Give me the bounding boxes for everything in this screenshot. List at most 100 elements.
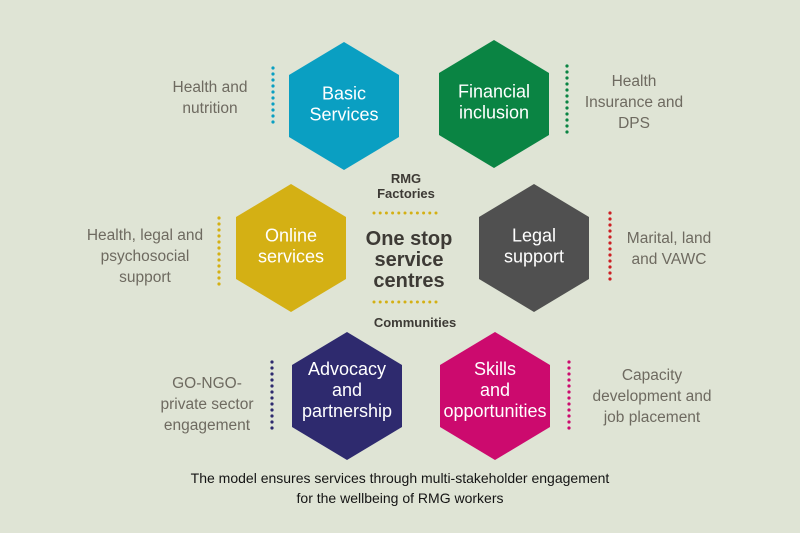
- divider-dot: [608, 271, 612, 275]
- divider-dot: [217, 270, 221, 274]
- divider-dot: [409, 300, 413, 304]
- center-top-label-line2: Factories: [377, 186, 435, 201]
- description-line: psychosocial: [101, 248, 190, 265]
- center-title-line1: One stop: [366, 228, 453, 250]
- divider-layer: [217, 64, 612, 430]
- divider-dot: [217, 276, 221, 280]
- divider-dot: [422, 211, 426, 215]
- hexagon-label-line: Basic: [322, 84, 366, 104]
- divider-financial-inclusion: [565, 64, 569, 134]
- divider-dot: [565, 100, 569, 104]
- description-online-services: Health, legal and psychosocial support: [87, 227, 203, 286]
- center-title-line2: service: [375, 249, 444, 271]
- center-block: RMG Factories One stop service centres C…: [366, 171, 457, 330]
- hexagon-label-line: Services: [309, 105, 378, 125]
- divider-dot: [270, 384, 274, 388]
- divider-skills-opportunities: [567, 360, 571, 430]
- center-top-label-line1: RMG: [391, 171, 421, 186]
- divider-advocacy-partnership: [270, 360, 274, 430]
- hexagon-layer: BasicServicesFinancialinclusionOnlineser…: [236, 40, 589, 460]
- divider-dot: [565, 76, 569, 80]
- divider-dot: [567, 390, 571, 394]
- center-title-line3: centres: [373, 270, 444, 292]
- divider-dot: [217, 282, 221, 286]
- divider-dot: [391, 300, 395, 304]
- divider-dot: [397, 300, 401, 304]
- description-line: Marital, land: [627, 230, 711, 247]
- description-line: Health: [612, 73, 657, 90]
- description-line: Health, legal and: [87, 227, 203, 244]
- divider-dot: [434, 211, 438, 215]
- divider-dot: [608, 277, 612, 281]
- divider-dot: [565, 82, 569, 86]
- center-bottom-label: Communities: [374, 315, 456, 330]
- divider-dot: [565, 130, 569, 134]
- divider-dot: [565, 124, 569, 128]
- divider-dot: [608, 253, 612, 257]
- description-line: Insurance and: [585, 94, 683, 111]
- divider-dot: [567, 360, 571, 364]
- divider-dot: [217, 240, 221, 244]
- divider-dot: [217, 234, 221, 238]
- divider-dot: [567, 366, 571, 370]
- divider-dot: [271, 120, 275, 124]
- divider-dot: [565, 88, 569, 92]
- divider-dot: [567, 402, 571, 406]
- divider-dot: [608, 235, 612, 239]
- divider-dot: [608, 241, 612, 245]
- hexagon-shape: [439, 40, 549, 168]
- divider-dot: [567, 384, 571, 388]
- hexagon-shape: [440, 332, 550, 460]
- divider-dot: [403, 300, 407, 304]
- divider-dot: [372, 211, 376, 215]
- divider-dot: [608, 265, 612, 269]
- divider-dot: [391, 211, 395, 215]
- divider-dot: [271, 96, 275, 100]
- description-line: support: [119, 269, 171, 286]
- divider-dot: [378, 211, 382, 215]
- description-line: DPS: [618, 115, 650, 132]
- divider-dot: [372, 300, 376, 304]
- hexagon-shape: [236, 184, 346, 312]
- divider-dot: [567, 378, 571, 382]
- divider-dot: [403, 211, 407, 215]
- hexagon-label-line: Skills: [474, 359, 516, 379]
- hexagon-label-line: Advocacy: [308, 359, 386, 379]
- hexagon-label-line: Financial: [458, 82, 530, 102]
- divider-dot: [565, 112, 569, 116]
- divider-dot: [217, 228, 221, 232]
- divider-dot: [270, 366, 274, 370]
- divider-dot: [270, 426, 274, 430]
- divider-dot: [428, 211, 432, 215]
- hexagon-label-line: Online: [265, 226, 317, 246]
- caption-line2: for the wellbeing of RMG workers: [296, 490, 504, 506]
- hexagon-label-line: Legal: [512, 226, 556, 246]
- description-line: development and: [593, 388, 712, 405]
- divider-dot: [567, 372, 571, 376]
- divider-dot: [567, 426, 571, 430]
- divider-dot: [565, 64, 569, 68]
- hexagon-label-line: and: [332, 380, 362, 400]
- divider-dot: [270, 408, 274, 412]
- divider-dot: [217, 216, 221, 220]
- divider-dot: [271, 114, 275, 118]
- divider-dot: [271, 108, 275, 112]
- divider-dot: [384, 300, 388, 304]
- divider-dot: [422, 300, 426, 304]
- center-top-divider: [372, 211, 438, 215]
- divider-dot: [397, 211, 401, 215]
- divider-dot: [217, 222, 221, 226]
- description-line: nutrition: [182, 100, 237, 117]
- divider-dot: [270, 420, 274, 424]
